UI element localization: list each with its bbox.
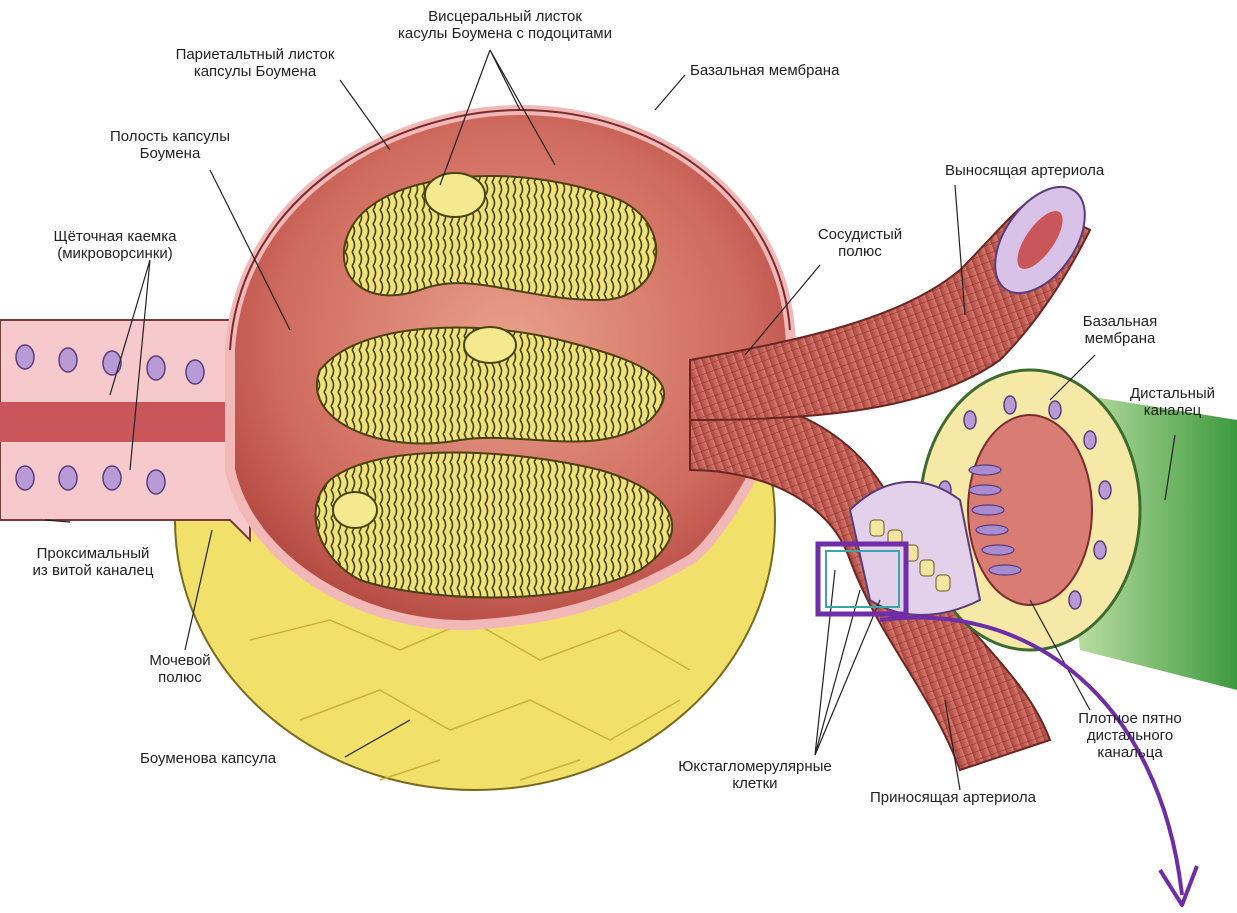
- label-brush-border: Щёточная каемка(микроворсинки): [25, 228, 205, 262]
- label-afferent-arteriole: Приносящая артериола: [870, 789, 1036, 806]
- label-bowman-capsule: Боуменова капсула: [140, 750, 276, 767]
- glomerulus: [316, 173, 673, 598]
- proximal-tubule: [0, 300, 250, 540]
- label-efferent-arteriole: Выносящая артериола: [945, 162, 1104, 179]
- juxtaglomerular-cells: [850, 482, 980, 615]
- label-basal-membrane-top: Базальная мембрана: [690, 62, 839, 79]
